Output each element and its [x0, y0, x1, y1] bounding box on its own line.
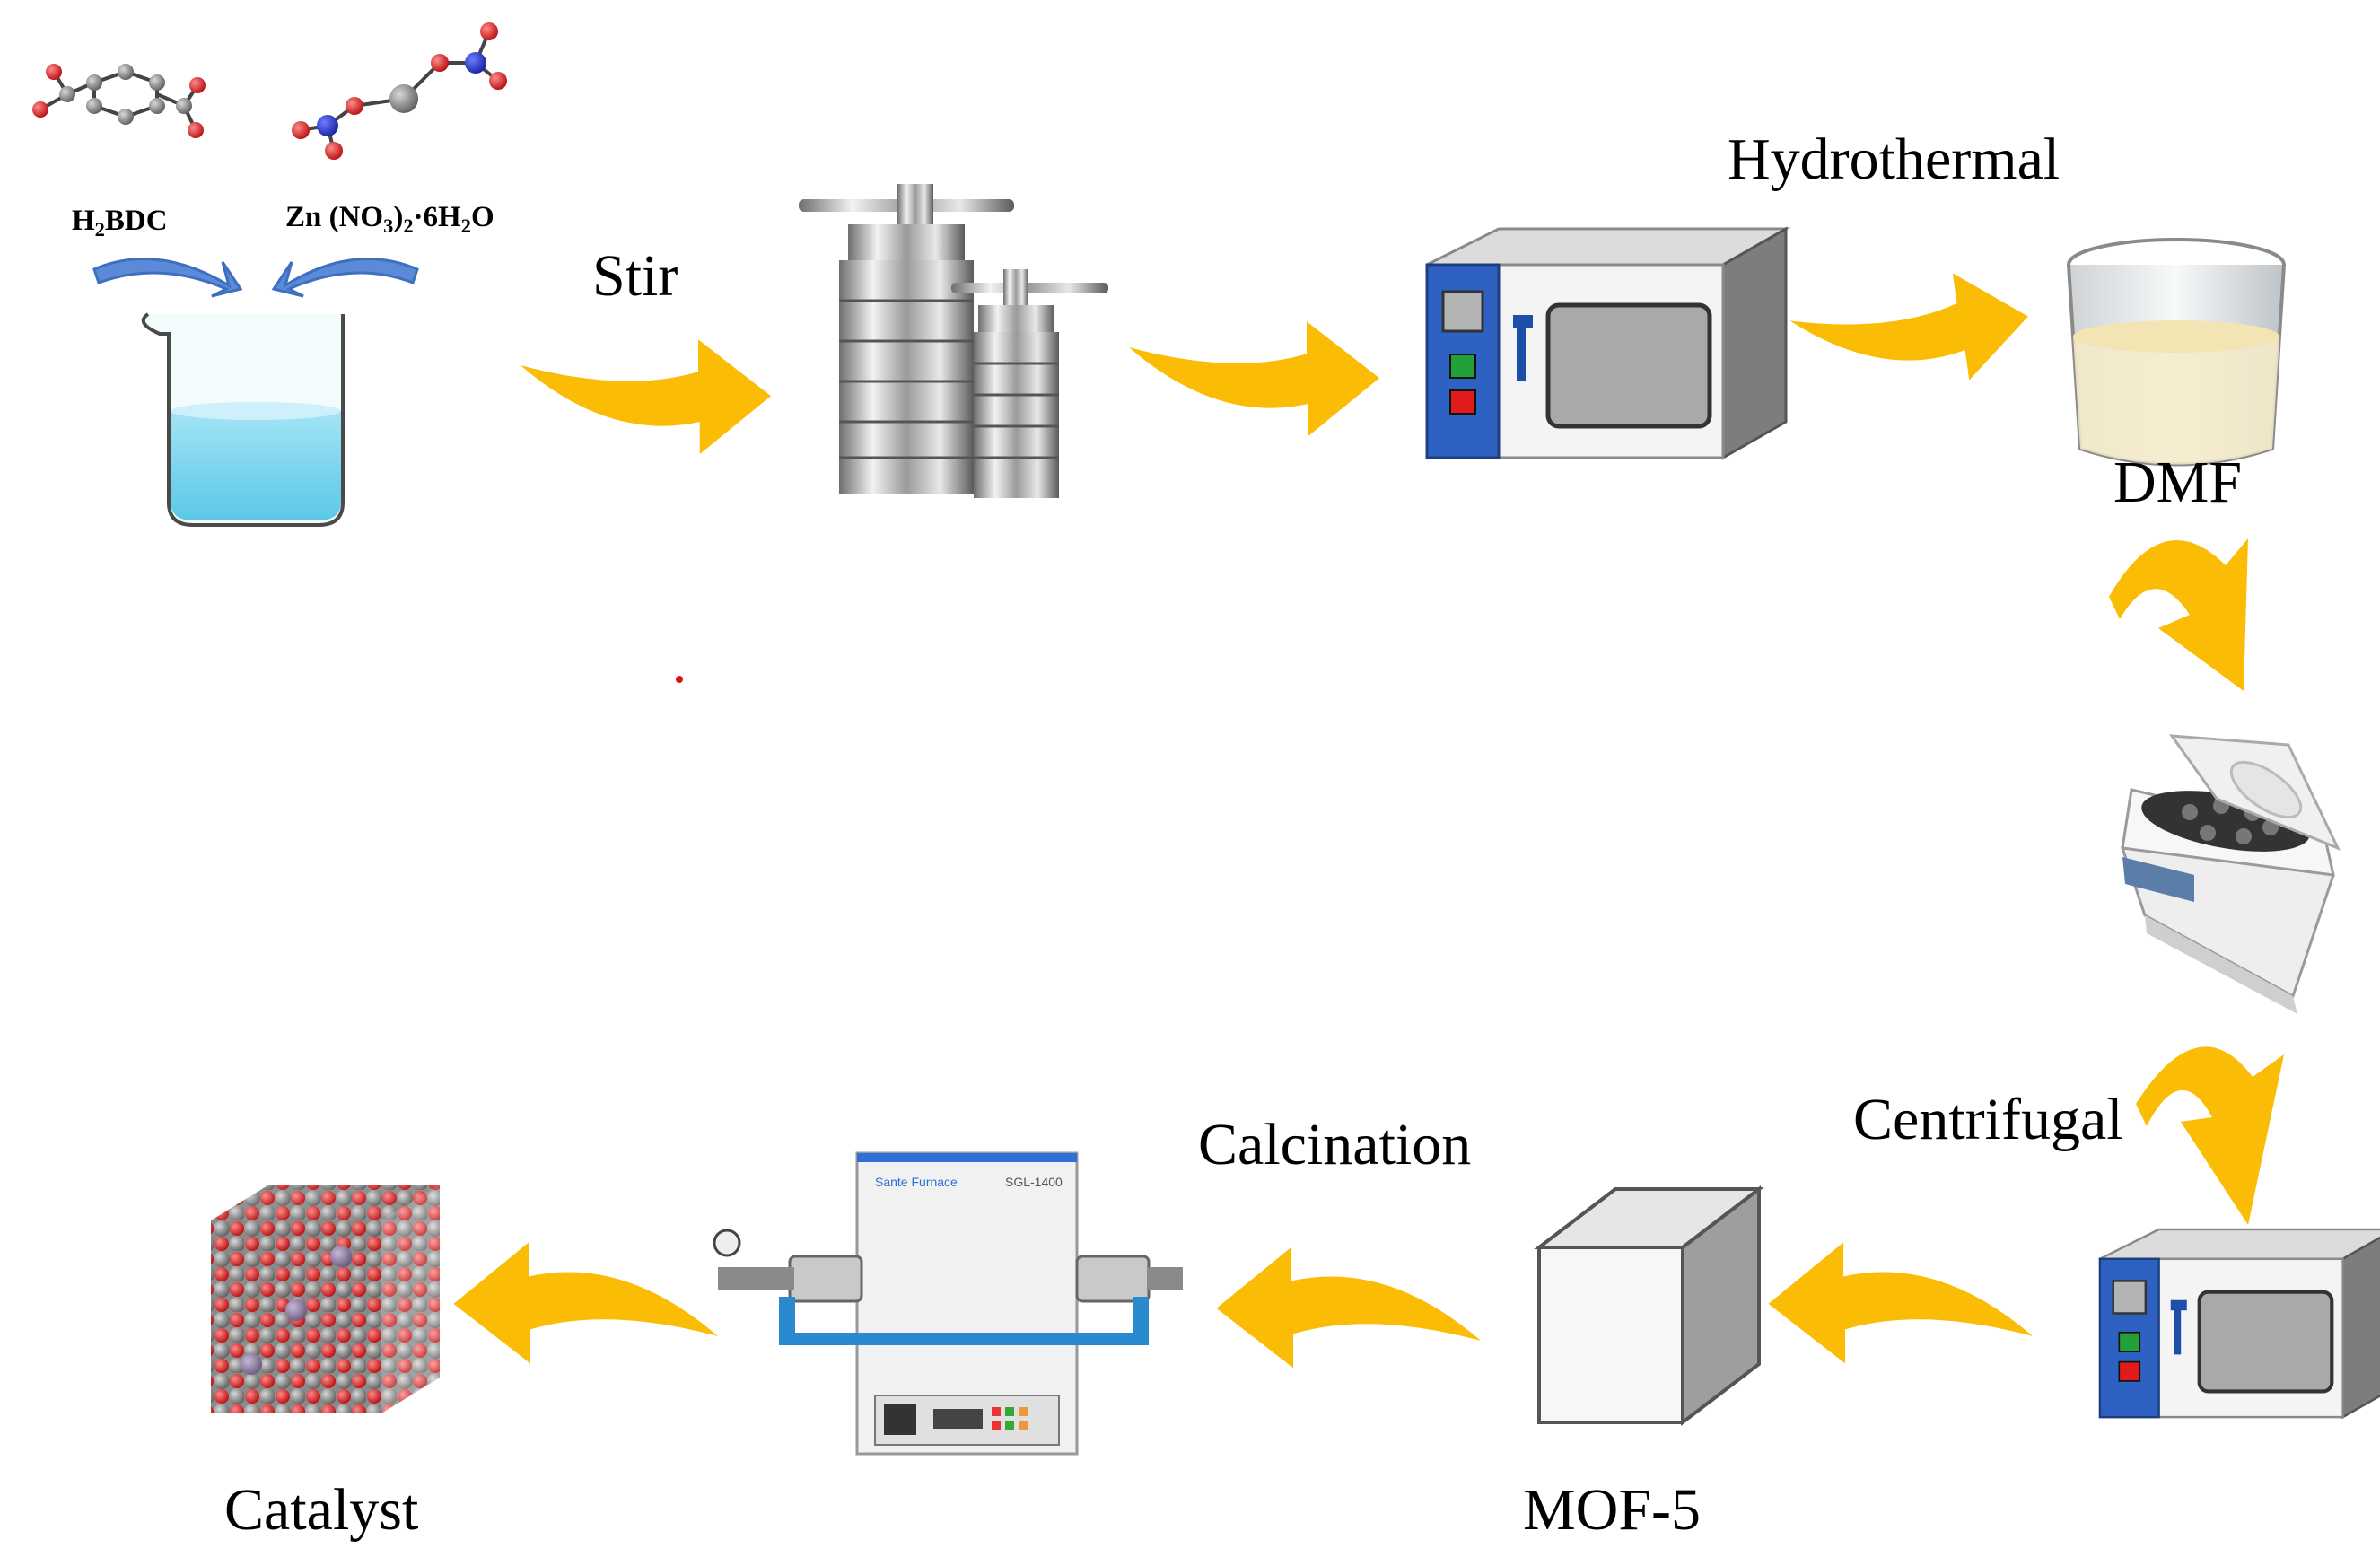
furnace-brand-label: Sante Furnace: [875, 1175, 958, 1189]
dmf-label: DMF: [2113, 450, 2243, 515]
centrifuge-icon: [2120, 734, 2341, 1014]
zinc-nitrate-label: Zn (NO3)2·6H2O: [285, 201, 494, 237]
blue-pour-arrows: [92, 257, 419, 298]
zinc-nitrate-molecule-icon: [292, 22, 507, 160]
catalyst-atom-cube-icon: [211, 1185, 440, 1413]
mof5-cube-icon: [1534, 1185, 1764, 1427]
arrow-to-oven: [1129, 321, 1379, 436]
stir-label: Stir: [592, 243, 678, 309]
arrow-to-catalyst: [453, 1242, 718, 1364]
centrifugal-label: Centrifugal: [1853, 1087, 2123, 1152]
beaker-icon: [141, 312, 345, 527]
arrow-to-mof5: [1768, 1242, 2033, 1364]
stray-dot: [676, 676, 683, 683]
autoclave-reactor-icon: [799, 184, 1108, 498]
oven-icon: [1427, 229, 1786, 458]
drying-oven-icon: [2100, 1229, 2380, 1417]
mof5-label: MOF-5: [1523, 1477, 1702, 1543]
catalyst-label: Catalyst: [224, 1477, 419, 1543]
furnace-model-label: SGL-1400: [1005, 1175, 1063, 1189]
arrow-hydrothermal: [1786, 263, 2036, 404]
arrow-stir: [521, 339, 771, 454]
h2bdc-label: H2BDC: [72, 205, 168, 241]
arrow-calcination: [1216, 1246, 1481, 1369]
dmf-beaker-icon: [2067, 238, 2286, 467]
arrow-dmf-to-centrifuge: [2109, 538, 2248, 691]
tube-furnace-icon: [713, 1151, 1183, 1456]
hydrothermal-label: Hydrothermal: [1728, 127, 2061, 192]
arrow-centrifugal: [2136, 1046, 2284, 1225]
h2bdc-molecule-icon: [32, 64, 206, 138]
calcination-label: Calcination: [1198, 1112, 1472, 1177]
